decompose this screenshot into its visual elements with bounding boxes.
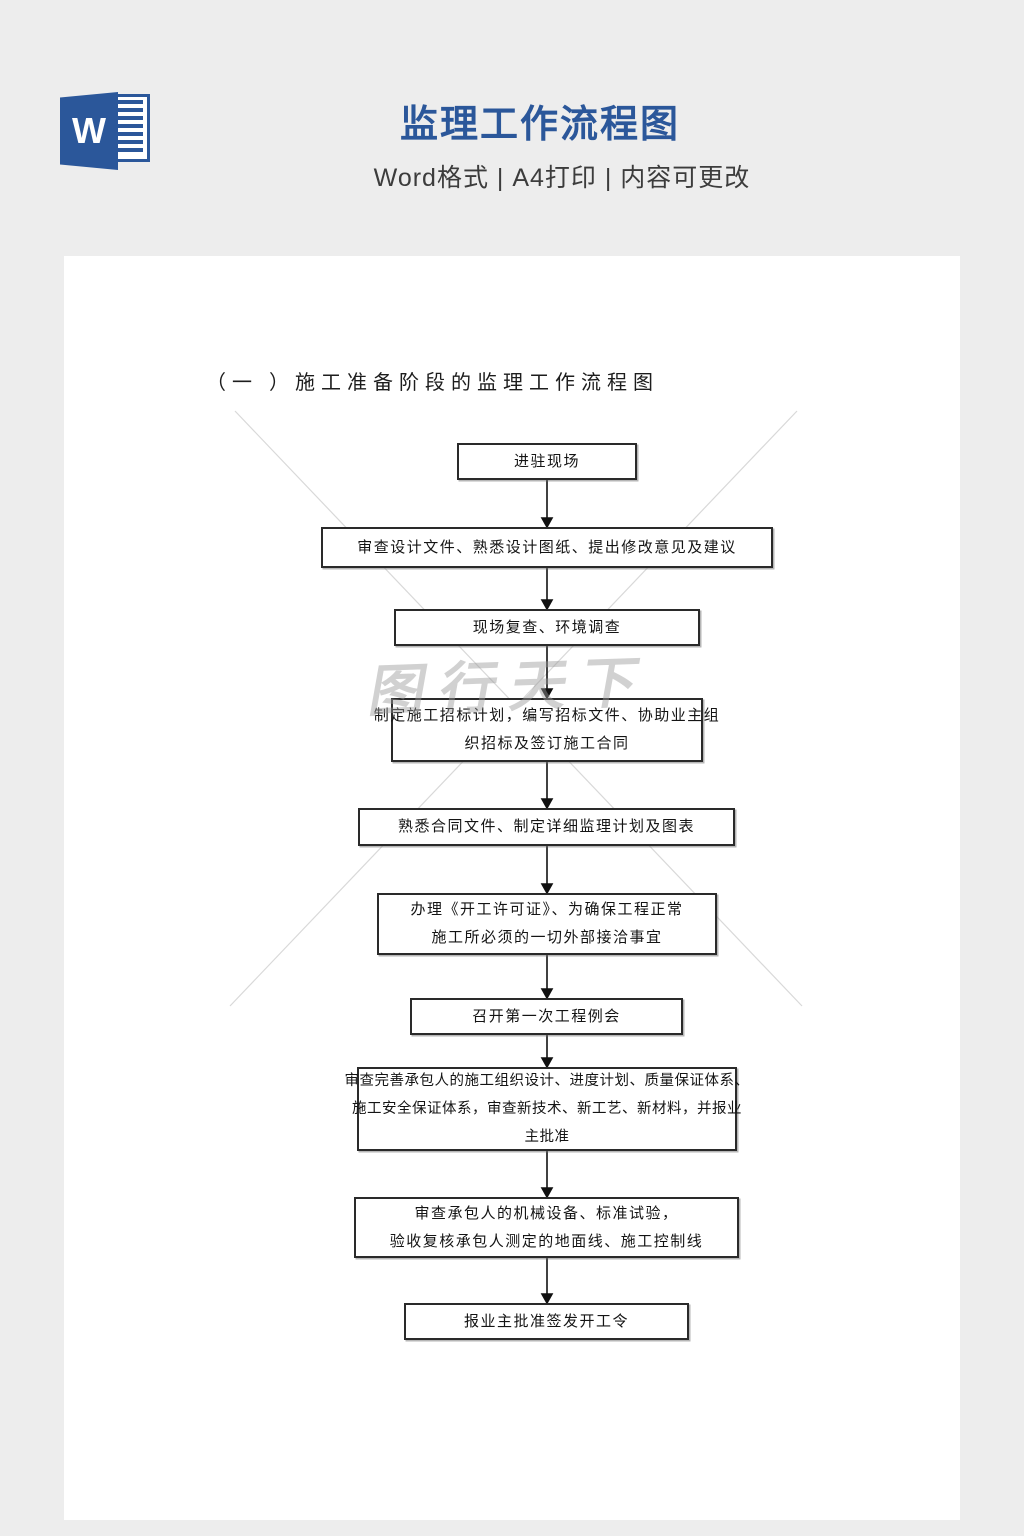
flow-node-7: 召开第一次工程例会 bbox=[410, 998, 683, 1035]
page-title: 监理工作流程图 bbox=[399, 104, 681, 146]
section-heading: （一 ）施工准备阶段的监理工作流程图 bbox=[206, 372, 659, 394]
word-icon-line bbox=[117, 100, 143, 104]
flow-node-label: 召开第一次工程例会 bbox=[472, 1008, 621, 1025]
document-page: （一 ）施工准备阶段的监理工作流程图 图行天下 进驻现场 bbox=[64, 256, 960, 1520]
word-icon-letter: W bbox=[72, 110, 106, 151]
flow-node-label: 制定施工招标计划，编写招标文件、协助业主组 bbox=[373, 708, 721, 724]
flow-node-label: 织招标及签订施工合同 bbox=[464, 736, 630, 752]
word-icon-line bbox=[117, 116, 143, 120]
flow-node-2: 审查设计文件、熟悉设计图纸、提出修改意见及建议 bbox=[321, 527, 773, 568]
flow-node-label: 报业主批准签发开工令 bbox=[463, 1313, 629, 1330]
word-icon: W bbox=[60, 90, 152, 170]
page-subtitle: Word格式 | A4打印 | 内容可更改 bbox=[373, 164, 751, 192]
flow-node-1: 进驻现场 bbox=[457, 443, 637, 480]
flow-node-label: 验收复核承包人测定的地面线、施工控制线 bbox=[389, 1233, 704, 1250]
flow-node-label: 审查设计文件、熟悉设计图纸、提出修改意见及建议 bbox=[357, 539, 737, 556]
flow-node-3: 现场复查、环境调查 bbox=[394, 609, 700, 646]
flow-arrows bbox=[540, 480, 554, 1305]
flow-node-8: 审查完善承包人的施工组织设计、进度计划、质量保证体系、 施工安全保证体系，审查新… bbox=[345, 1067, 749, 1151]
flow-node-label: 现场复查、环境调查 bbox=[472, 619, 622, 636]
flow-node-4: 制定施工招标计划，编写招标文件、协助业主组 织招标及签订施工合同 bbox=[374, 698, 719, 762]
flow-node-6: 办理《开工许可证》、为确保工程正常 施工所必须的一切外部接洽事宜 bbox=[377, 893, 717, 955]
flow-node-label: 熟悉合同文件、制定详细监理计划及图表 bbox=[397, 819, 695, 835]
word-icon-line bbox=[117, 140, 143, 144]
flow-node-label: 施工安全保证体系，审查新技术、新工艺、新材料，并报业 bbox=[352, 1101, 742, 1117]
word-icon-line bbox=[117, 132, 143, 136]
flow-node-5: 熟悉合同文件、制定详细监理计划及图表 bbox=[358, 808, 735, 846]
flow-node-label: 施工所必须的一切外部接洽事宜 bbox=[431, 930, 663, 946]
word-icon-line bbox=[117, 124, 143, 128]
flow-node-label: 审查承包人的机械设备、标准试验， bbox=[414, 1205, 679, 1222]
word-icon-line bbox=[117, 108, 143, 112]
flow-node-label: 进驻现场 bbox=[513, 453, 580, 470]
word-icon-panel: W bbox=[60, 92, 118, 170]
flow-node-label: 审查完善承包人的施工组织设计、进度计划、质量保证体系、 bbox=[344, 1073, 750, 1089]
flow-node-9: 审查承包人的机械设备、标准试验， 验收复核承包人测定的地面线、施工控制线 bbox=[354, 1197, 739, 1258]
flow-node-label: 主批准 bbox=[524, 1129, 570, 1145]
word-icon-line bbox=[117, 148, 143, 152]
flow-node-label: 办理《开工许可证》、为确保工程正常 bbox=[410, 902, 684, 918]
flow-node-10: 报业主批准签发开工令 bbox=[404, 1303, 689, 1340]
